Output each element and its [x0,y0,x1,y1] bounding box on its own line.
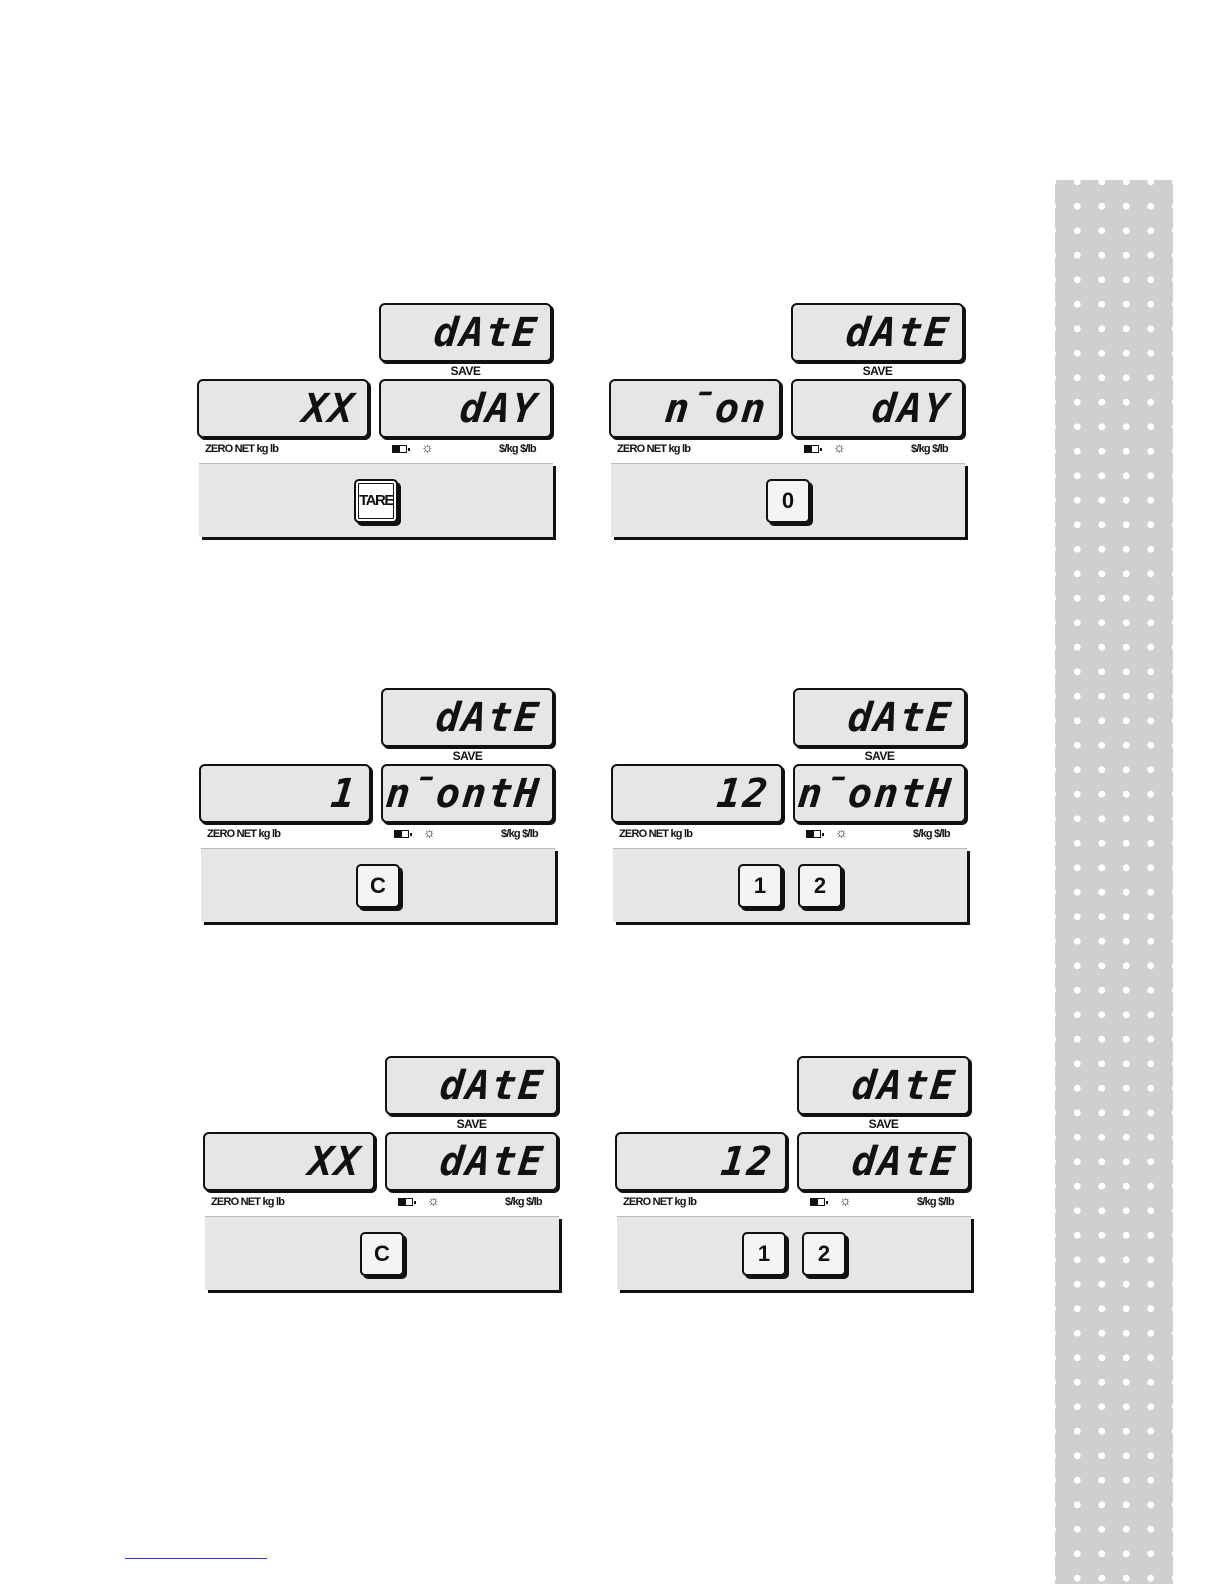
battery-icon [398,1198,413,1206]
top-display: dAtE [797,1056,970,1115]
price-unit-indicators: $/kg $/lb [505,1196,542,1208]
unit-indicators: ZERO NET kg lb [205,443,278,455]
weight-display: n̄on [609,379,781,438]
scale-display-panel-4: dAtE SAVE 12 n̄ontH ZERO NET kg lb ☼ $/k… [611,688,981,938]
top-display-text: dAtE [431,310,540,356]
save-indicator: SAVE [381,749,554,763]
mid-display: dAtE [797,1132,970,1191]
mid-display: dAtE [385,1132,558,1191]
sun-icon: ☼ [427,1193,440,1207]
price-unit-indicators: $/kg $/lb [911,443,948,455]
top-display-text: dAtE [849,1063,958,1109]
price-unit-indicators: $/kg $/lb [917,1196,954,1208]
save-indicator: SAVE [385,1117,558,1131]
keypad-area: TARE [199,463,553,537]
keypad-area: 1 2 [613,848,967,922]
mid-display-text: dAtE [437,1139,546,1185]
weight-display-text: n̄on [662,386,769,432]
weight-display-text: 1 [328,771,359,817]
battery-icon [810,1198,825,1206]
mid-display-text: n̄ontH [383,771,542,817]
save-indicator: SAVE [793,749,966,763]
keypad-area: C [205,1216,559,1290]
top-display: dAtE [793,688,966,747]
price-unit-indicators: $/kg $/lb [499,443,536,455]
save-indicator: SAVE [379,364,552,378]
mid-display-text: dAY [869,386,952,432]
keypad-area: C [201,848,555,922]
top-display: dAtE [791,303,964,362]
price-unit-indicators: $/kg $/lb [913,828,950,840]
scale-display-panel-5: dAtE SAVE XX dAtE ZERO NET kg lb ☼ $/kg … [203,1056,573,1306]
clear-key[interactable]: C [360,1232,404,1276]
tare-key[interactable]: TARE [354,479,398,523]
sun-icon: ☼ [839,1193,852,1207]
scale-display-panel-2: dAtE SAVE n̄on dAY ZERO NET kg lb ☼ $/kg… [609,303,979,553]
weight-display-text: 12 [718,1139,775,1185]
mid-display-text: n̄ontH [795,771,954,817]
scale-display-panel-1: dAtE SAVE XX dAY ZERO NET kg lb ☼ $/kg $… [197,303,567,553]
weight-display: XX [203,1132,375,1191]
unit-indicators: ZERO NET kg lb [619,828,692,840]
sun-icon: ☼ [835,825,848,839]
weight-display: XX [197,379,369,438]
top-display: dAtE [385,1056,558,1115]
mid-display: dAY [791,379,964,438]
mid-display: n̄ontH [793,764,966,823]
mid-display: dAY [379,379,552,438]
top-display-text: dAtE [845,695,954,741]
weight-display-text: XX [300,386,357,432]
unit-indicators: ZERO NET kg lb [211,1196,284,1208]
weight-display-text: XX [306,1139,363,1185]
weight-display: 12 [611,764,783,823]
sun-icon: ☼ [421,440,434,454]
weight-display-text: 12 [714,771,771,817]
scale-display-panel-3: dAtE SAVE 1 n̄ontH ZERO NET kg lb ☼ $/kg… [199,688,569,938]
clear-key[interactable]: C [356,864,400,908]
unit-indicators: ZERO NET kg lb [207,828,280,840]
keypad-area: 0 [611,463,965,537]
key-2[interactable]: 2 [798,864,842,908]
footer-rule [125,1558,267,1559]
keypad-area: 1 2 [617,1216,971,1290]
mid-display-text: dAY [457,386,540,432]
save-indicator: SAVE [797,1117,970,1131]
unit-indicators: ZERO NET kg lb [623,1196,696,1208]
battery-icon [392,445,407,453]
top-display-text: dAtE [843,310,952,356]
scale-display-panel-6: dAtE SAVE 12 dAtE ZERO NET kg lb ☼ $/kg … [615,1056,985,1306]
top-display-text: dAtE [433,695,542,741]
side-dot-band [1055,180,1173,1584]
save-indicator: SAVE [791,364,964,378]
mid-display: n̄ontH [381,764,554,823]
top-display: dAtE [381,688,554,747]
sun-icon: ☼ [423,825,436,839]
top-display: dAtE [379,303,552,362]
key-0[interactable]: 0 [766,479,810,523]
battery-icon [806,830,821,838]
top-display-text: dAtE [437,1063,546,1109]
weight-display: 12 [615,1132,787,1191]
key-1[interactable]: 1 [742,1232,786,1276]
battery-icon [804,445,819,453]
price-unit-indicators: $/kg $/lb [501,828,538,840]
sun-icon: ☼ [833,440,846,454]
key-1[interactable]: 1 [738,864,782,908]
key-2[interactable]: 2 [802,1232,846,1276]
battery-icon [394,830,409,838]
weight-display: 1 [199,764,371,823]
unit-indicators: ZERO NET kg lb [617,443,690,455]
mid-display-text: dAtE [849,1139,958,1185]
